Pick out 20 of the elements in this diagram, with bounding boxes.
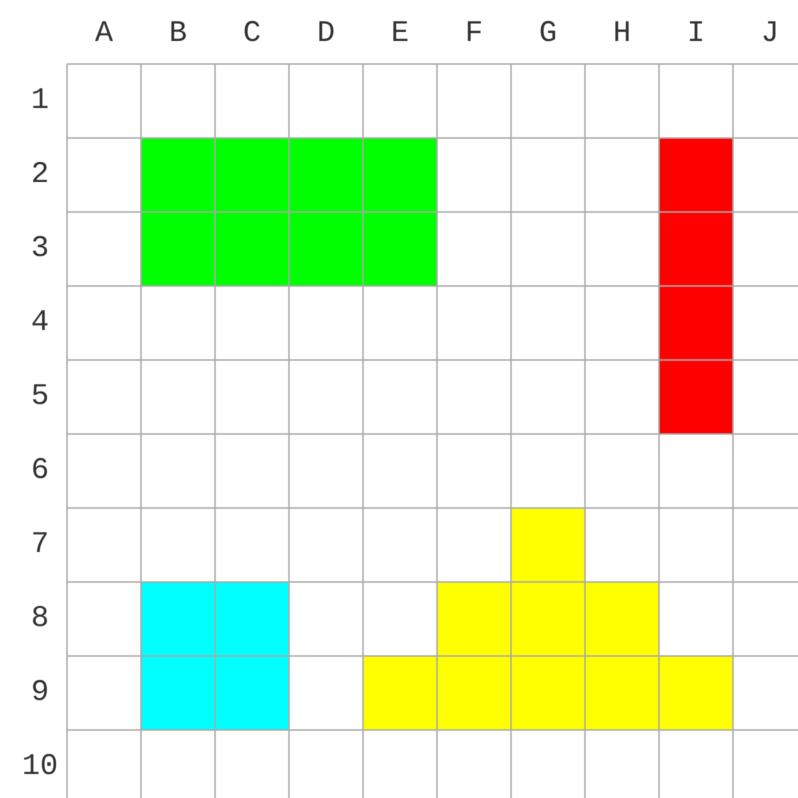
column-label: J bbox=[761, 19, 780, 49]
row-label: 7 bbox=[31, 530, 50, 560]
column-label: G bbox=[539, 19, 558, 49]
column-label: B bbox=[169, 19, 188, 49]
row-label: 6 bbox=[31, 456, 50, 486]
column-label: D bbox=[317, 19, 336, 49]
column-label: I bbox=[687, 19, 706, 49]
column-label: E bbox=[391, 19, 410, 49]
column-label: H bbox=[613, 19, 632, 49]
row-label: 10 bbox=[22, 752, 58, 782]
row-label: 2 bbox=[31, 160, 50, 190]
column-label: F bbox=[465, 19, 484, 49]
row-label: 9 bbox=[31, 678, 50, 708]
column-label: C bbox=[243, 19, 262, 49]
row-label: 5 bbox=[31, 382, 50, 412]
row-label: 1 bbox=[31, 86, 50, 116]
row-label: 4 bbox=[31, 308, 50, 338]
column-label: A bbox=[95, 19, 114, 49]
row-label: 8 bbox=[31, 604, 50, 634]
row-label: 3 bbox=[31, 234, 50, 264]
